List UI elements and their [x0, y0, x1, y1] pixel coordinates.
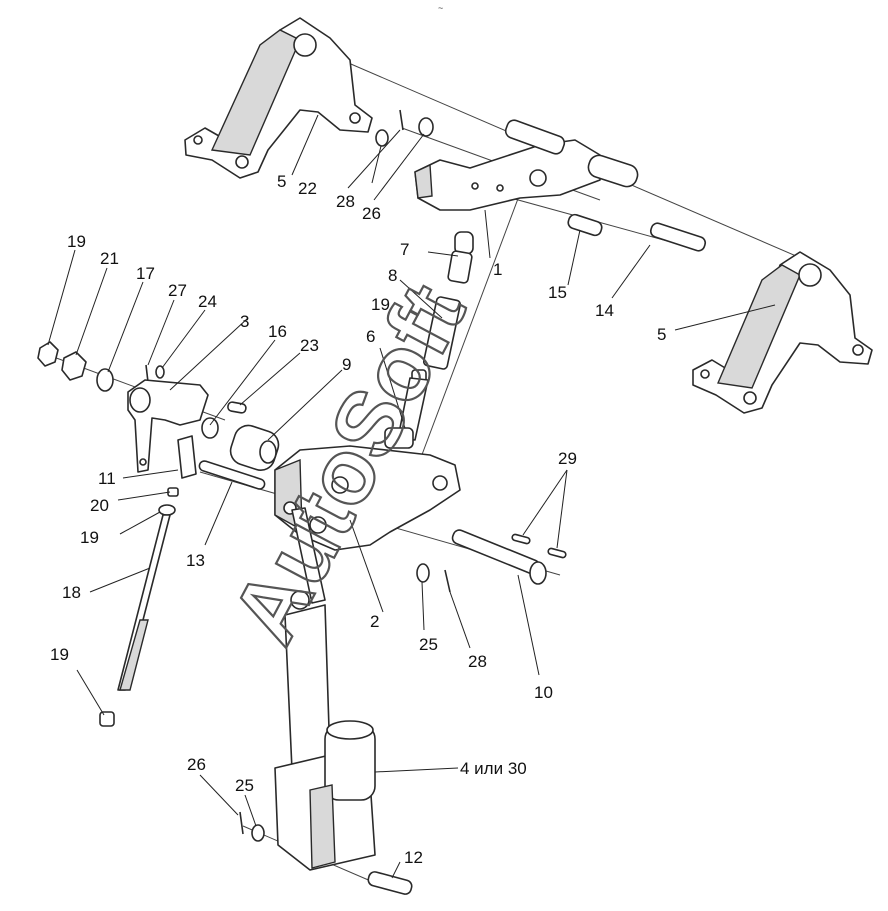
callout-21: 21 — [100, 249, 119, 268]
callout-5-left: 5 — [277, 172, 286, 191]
left-bracket — [184, 17, 373, 179]
callout-6: 6 — [366, 327, 375, 346]
callout-labels: 1 2 3 4 или 30 5 5 6 7 8 9 10 11 12 13 1… — [50, 172, 666, 867]
hardware-26-25-12 — [239, 811, 413, 895]
callout-23: 23 — [300, 336, 319, 355]
pin-13 — [198, 460, 266, 490]
left-hardware-stack — [37, 341, 165, 392]
callout-19-left: 19 — [80, 528, 99, 547]
hardware-22-28-26 — [375, 109, 434, 147]
right-bracket — [692, 251, 873, 414]
callout-15: 15 — [548, 283, 567, 302]
callout-22: 22 — [298, 179, 317, 198]
callout-28-top: 28 — [336, 192, 355, 211]
callout-28-mid: 28 — [468, 652, 487, 671]
hydraulic-cylinder-4 — [274, 507, 376, 871]
callout-11: 11 — [98, 469, 116, 488]
callout-10: 10 — [534, 683, 553, 702]
callout-19-mid: 19 — [371, 295, 390, 314]
callout-24: 24 — [198, 292, 217, 311]
callout-18: 18 — [62, 583, 81, 602]
top-mark: ~ — [438, 3, 443, 13]
callout-7: 7 — [400, 240, 409, 259]
pins-15-14 — [567, 154, 707, 252]
pins-29 — [511, 533, 567, 559]
callout-14: 14 — [595, 301, 614, 320]
callout-26-top: 26 — [362, 204, 381, 223]
lever-3 — [127, 379, 209, 473]
callout-8: 8 — [388, 266, 397, 285]
callout-13: 13 — [186, 551, 205, 570]
pin-10 — [451, 529, 547, 585]
link-rod-column — [384, 231, 474, 449]
callout-3: 3 — [240, 312, 249, 331]
callout-26-bottom: 26 — [187, 755, 206, 774]
threaded-rod-18 — [99, 504, 176, 727]
parts-16-23-11-20 — [167, 401, 247, 497]
hardware-25-28 — [416, 563, 451, 593]
callout-25-mid: 25 — [419, 635, 438, 654]
callout-29: 29 — [558, 449, 577, 468]
callout-20: 20 — [90, 496, 109, 515]
callout-19-bottom: 19 — [50, 645, 69, 664]
callout-4: 4 или 30 — [460, 759, 527, 778]
callout-17: 17 — [136, 264, 155, 283]
callout-19-top: 19 — [67, 232, 86, 251]
leader-lines — [47, 114, 776, 879]
callout-12: 12 — [404, 848, 423, 867]
main-lift-arm — [414, 119, 601, 211]
callout-25-bottom: 25 — [235, 776, 254, 795]
callout-16: 16 — [268, 322, 287, 341]
callout-9: 9 — [342, 355, 351, 374]
callout-2: 2 — [370, 612, 379, 631]
callout-1: 1 — [493, 260, 502, 279]
callout-5-right: 5 — [657, 325, 666, 344]
callout-27: 27 — [168, 281, 187, 300]
bushing-9 — [229, 424, 280, 471]
